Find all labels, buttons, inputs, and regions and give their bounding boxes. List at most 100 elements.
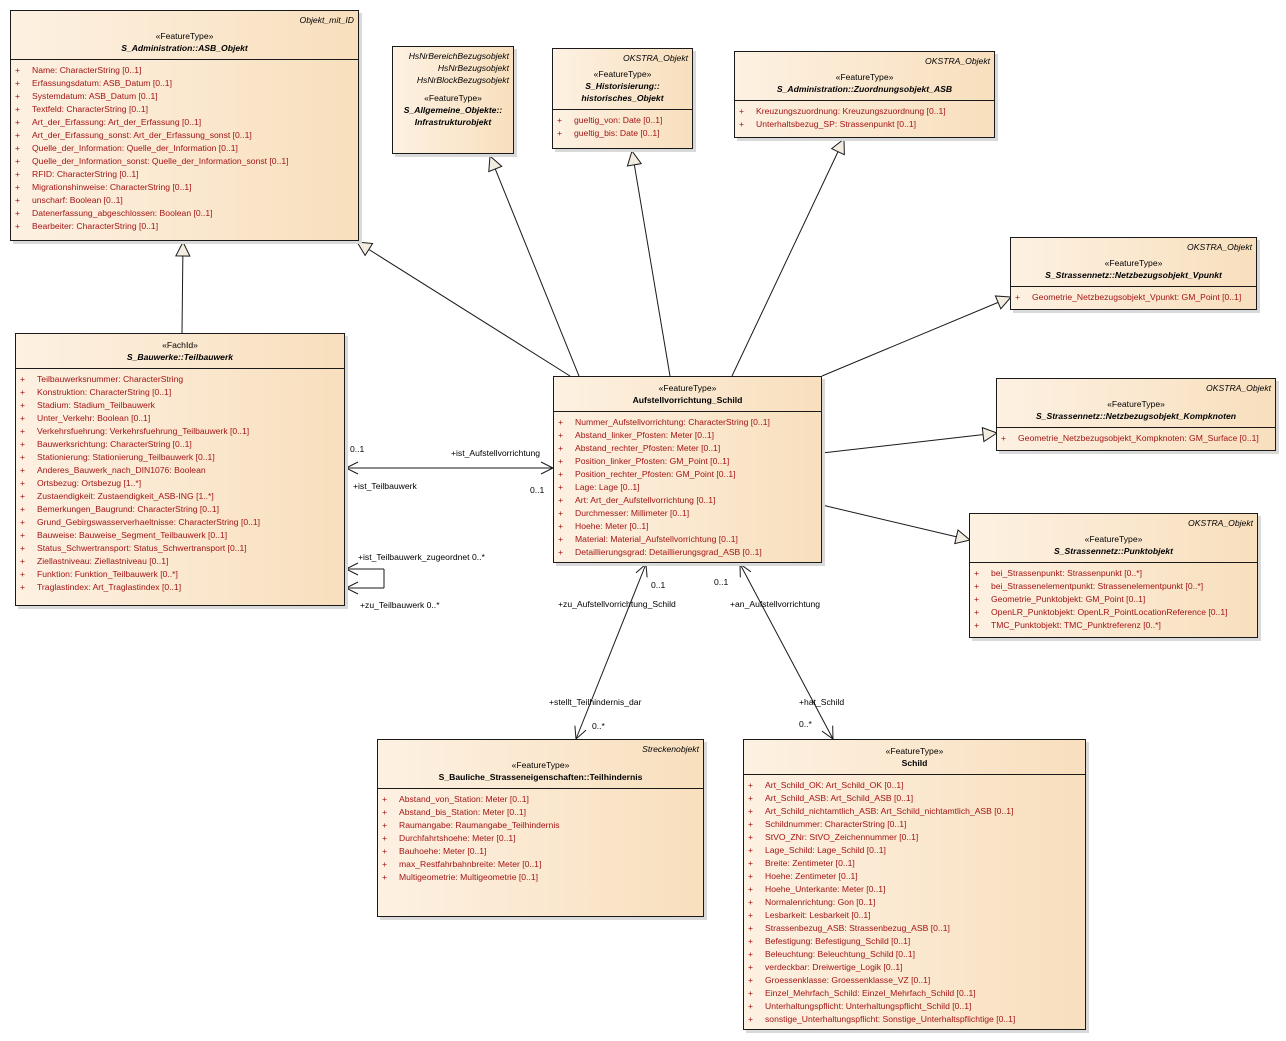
generalization-aufstell-punktobjekt[interactable] (821, 504, 971, 541)
attribute-row[interactable]: +Stationierung: Stationierung_Teilbauwer… (20, 451, 340, 464)
attribute-row[interactable]: +Geometrie_Netzbezugsobjekt_Vpunkt: GM_P… (1015, 291, 1252, 304)
attribute-row[interactable]: +StVO_ZNr: StVO_Zeichennummer [0..1] (748, 831, 1081, 844)
attribute-row[interactable]: +Detaillierungsgrad: Detaillierungsgrad_… (558, 546, 817, 559)
class-netzbezugsobjekt-vpunkt[interactable]: OKSTRA_Objekt «FeatureType» S_Strassenne… (1010, 237, 1257, 310)
generalization-aufstell-infrastrukturobjekt[interactable] (489, 155, 580, 377)
attribute-row[interactable]: +Hoehe: Meter [0..1] (558, 520, 817, 533)
attribute-row[interactable]: +Bauweise: Bauweise_Segment_Teilbauwerk … (20, 529, 340, 542)
attribute-row[interactable]: +Lage_Schild: Lage_Schild [0..1] (748, 844, 1081, 857)
attribute-row[interactable]: +RFID: CharacterString [0..1] (15, 168, 354, 181)
attribute-row[interactable]: +Bearbeiter: CharacterString [0..1] (15, 220, 354, 233)
attribute-row[interactable]: +Groessenklasse: Groessenklasse_VZ [0..1… (748, 974, 1081, 987)
attribute-row[interactable]: +Datenerfassung_abgeschlossen: Boolean [… (15, 207, 354, 220)
attribute-row[interactable]: +gueltig_von: Date [0..1] (557, 114, 688, 127)
attribute-row[interactable]: +Name: CharacterString [0..1] (15, 64, 354, 77)
class-teilhindernis[interactable]: Streckenobjekt «FeatureType» S_Bauliche_… (377, 739, 704, 917)
attribute-row[interactable]: +Art_der_Erfassung: Art_der_Erfassung [0… (15, 116, 354, 129)
attribute-row[interactable]: +Systemdatum: ASB_Datum [0..1] (15, 90, 354, 103)
attribute-row[interactable]: +Ortsbezug: Ortsbezug [1..*] (20, 477, 340, 490)
attribute-row[interactable]: +Traglastindex: Art_Traglastindex [0..1] (20, 581, 340, 594)
attribute-row[interactable]: +Einzel_Mehrfach_Schild: Einzel_Mehrfach… (748, 987, 1081, 1000)
attribute-row[interactable]: +Art_Schild_OK: Art_Schild_OK [0..1] (748, 779, 1081, 792)
attribute-row[interactable]: +Bemerkungen_Baugrund: CharacterString [… (20, 503, 340, 516)
association-aufstell-teilhindernis[interactable] (575, 563, 647, 740)
attribute-row[interactable]: +Zustaendigkeit: Zustaendigkeit_ASB-ING … (20, 490, 340, 503)
attribute-row[interactable]: +Position_linker_Pfosten: GM_Point [0..1… (558, 455, 817, 468)
attribute-row[interactable]: +Befestigung: Befestigung_Schild [0..1] (748, 935, 1081, 948)
generalization-aufstell-zuordnungsobjekt[interactable] (731, 138, 845, 377)
class-punktobjekt[interactable]: OKSTRA_Objekt «FeatureType» S_Strassenne… (969, 513, 1258, 638)
class-teilbauwerk[interactable]: «FachId» S_Bauwerke::Teilbauwerk +Teilba… (15, 333, 345, 606)
attribute-row[interactable]: +bei_Strassenelementpunkt: Strasseneleme… (974, 580, 1253, 593)
attribute-row[interactable]: +Durchmesser: Millimeter [0..1] (558, 507, 817, 520)
attribute-row[interactable]: +Bauhoehe: Meter [0..1] (382, 845, 699, 858)
attribute-row[interactable]: +Kreuzungszuordnung: Kreuzungszuordnung … (739, 105, 990, 118)
attribute-row[interactable]: +Multigeometrie: Multigeometrie [0..1] (382, 871, 699, 884)
association-aufstell-schild[interactable] (739, 563, 834, 740)
class-zuordnungsobjekt-asb[interactable]: OKSTRA_Objekt «FeatureType» S_Administra… (734, 51, 995, 138)
class-historisches-objekt[interactable]: OKSTRA_Objekt «FeatureType» S_Historisie… (552, 48, 693, 149)
attribute-row[interactable]: +Teilbauwerksnummer: CharacterString (20, 373, 340, 386)
attribute-row[interactable]: +Geometrie_Punktobjekt: GM_Point [0..1] (974, 593, 1253, 606)
attribute-row[interactable]: +Unterhaltsbezug_SP: Strassenpunkt [0..1… (739, 118, 990, 131)
class-schild[interactable]: «FeatureType» Schild +Art_Schild_OK: Art… (743, 739, 1086, 1030)
attribute-row[interactable]: +Grund_Gebirgswasserverhaeltnisse: Chara… (20, 516, 340, 529)
attribute-row[interactable]: +Nummer_Aufstellvorrichtung: CharacterSt… (558, 416, 817, 429)
attribute-row[interactable]: +Art_Schild_ASB: Art_Schild_ASB [0..1] (748, 792, 1081, 805)
attribute-row[interactable]: +Textfeld: CharacterString [0..1] (15, 103, 354, 116)
attribute-row[interactable]: +Raumangabe: Raumangabe_Teilhindernis (382, 819, 699, 832)
attribute-text: TMC_Punktobjekt: TMC_Punktreferenz [0..*… (991, 620, 1161, 630)
attribute-row[interactable]: +Migrationshinweise: CharacterString [0.… (15, 181, 354, 194)
attribute-row[interactable]: +Konstruktion: CharacterString [0..1] (20, 386, 340, 399)
attribute-row[interactable]: +Unter_Verkehr: Boolean [0..1] (20, 412, 340, 425)
attribute-row[interactable]: +Hoehe_Unterkante: Meter [0..1] (748, 883, 1081, 896)
attribute-row[interactable]: +Funktion: Funktion_Teilbauwerk [0..*] (20, 568, 340, 581)
generalization-aufstell-historisches-objekt[interactable] (631, 150, 671, 377)
attribute-row[interactable]: +Breite: Zentimeter [0..1] (748, 857, 1081, 870)
attribute-row[interactable]: +OpenLR_Punktobjekt: OpenLR_PointLocatio… (974, 606, 1253, 619)
attribute-row[interactable]: +Normalenrichtung: Gon [0..1] (748, 896, 1081, 909)
attribute-row[interactable]: +Erfassungsdatum: ASB_Datum [0..1] (15, 77, 354, 90)
attribute-row[interactable]: +TMC_Punktobjekt: TMC_Punktreferenz [0..… (974, 619, 1253, 632)
attribute-row[interactable]: +Durchfahrtshoehe: Meter [0..1] (382, 832, 699, 845)
attribute-row[interactable]: +Beleuchtung: Beleuchtung_Schild [0..1] (748, 948, 1081, 961)
attribute-row[interactable]: +unscharf: Boolean [0..1] (15, 194, 354, 207)
class-aufstellvorrichtung-schild[interactable]: «FeatureType» Aufstellvorrichtung_Schild… (553, 376, 822, 563)
attribute-row[interactable]: +Schildnummer: CharacterString [0..1] (748, 818, 1081, 831)
attribute-row[interactable]: +Abstand_bis_Station: Meter [0..1] (382, 806, 699, 819)
generalization-aufstell-kompknoten[interactable] (821, 432, 998, 454)
attribute-row[interactable]: +Ziellastniveau: Ziellastniveau [0..1] (20, 555, 340, 568)
attribute-row[interactable]: +Stadium: Stadium_Teilbauwerk (20, 399, 340, 412)
attribute-row[interactable]: +Abstand_von_Station: Meter [0..1] (382, 793, 699, 806)
attribute-row[interactable]: +Position_rechter_Pfosten: GM_Point [0..… (558, 468, 817, 481)
attribute-row[interactable]: +gueltig_bis: Date [0..1] (557, 127, 688, 140)
attribute-row[interactable]: +sonstige_Unterhaltungspflicht: Sonstige… (748, 1013, 1081, 1026)
attribute-row[interactable]: +Art: Art_der_Aufstellvorrichtung [0..1] (558, 494, 817, 507)
attribute-row[interactable]: +Abstand_linker_Pfosten: Meter [0..1] (558, 429, 817, 442)
attribute-row[interactable]: +Hoehe: Zentimeter [0..1] (748, 870, 1081, 883)
class-asb-objekt[interactable]: Objekt_mit_ID «FeatureType» S_Administra… (10, 10, 359, 241)
attribute-row[interactable]: +Verkehrsfuehrung: Verkehrsfuehrung_Teil… (20, 425, 340, 438)
attribute-row[interactable]: +Abstand_rechter_Pfosten: Meter [0..1] (558, 442, 817, 455)
attribute-row[interactable]: +Art_Schild_nichtamtlich_ASB: Art_Schild… (748, 805, 1081, 818)
attribute-row[interactable]: +Unterhaltungspflicht: Unterhaltungspfli… (748, 1000, 1081, 1013)
attribute-row[interactable]: +Quelle_der_Information: Quelle_der_Info… (15, 142, 354, 155)
attribute-row[interactable]: +Status_Schwertransport: Status_Schwertr… (20, 542, 340, 555)
generalization-aufstell-vpunkt[interactable] (821, 296, 1012, 377)
attribute-row[interactable]: +Lesbarkeit: Lesbarkeit [0..1] (748, 909, 1081, 922)
attribute-row[interactable]: +Bauwerksrichtung: CharacterString [0..1… (20, 438, 340, 451)
attribute-row[interactable]: +Quelle_der_Information_sonst: Quelle_de… (15, 155, 354, 168)
attribute-row[interactable]: +Material: Material_Aufstellvorrichtung … (558, 533, 817, 546)
attribute-row[interactable]: +Art_der_Erfassung_sonst: Art_der_Erfass… (15, 129, 354, 142)
attribute-row[interactable]: +Strassenbezug_ASB: Strassenbezug_ASB [0… (748, 922, 1081, 935)
attribute-row[interactable]: +Geometrie_Netzbezugsobjekt_Kompknoten: … (1001, 432, 1271, 445)
class-infrastrukturobjekt[interactable]: HsNrBereichBezugsobjekt HsNrBezugsobjekt… (392, 46, 514, 154)
generalization-aufstell-asb-objekt[interactable] (356, 241, 571, 377)
class-netzbezugsobjekt-kompknoten[interactable]: OKSTRA_Objekt «FeatureType» S_Strassenne… (996, 378, 1276, 451)
attribute-row[interactable]: +verdeckbar: Dreiwertige_Logik [0..1] (748, 961, 1081, 974)
generalization-teilbauwerk-asb-objekt[interactable] (181, 241, 184, 334)
attribute-row[interactable]: +max_Restfahrbahnbreite: Meter [0..1] (382, 858, 699, 871)
attribute-row[interactable]: +Lage: Lage [0..1] (558, 481, 817, 494)
attribute-row[interactable]: +bei_Strassenpunkt: Strassenpunkt [0..*] (974, 567, 1253, 580)
attribute-row[interactable]: +Anderes_Bauwerk_nach_DIN1076: Boolean (20, 464, 340, 477)
